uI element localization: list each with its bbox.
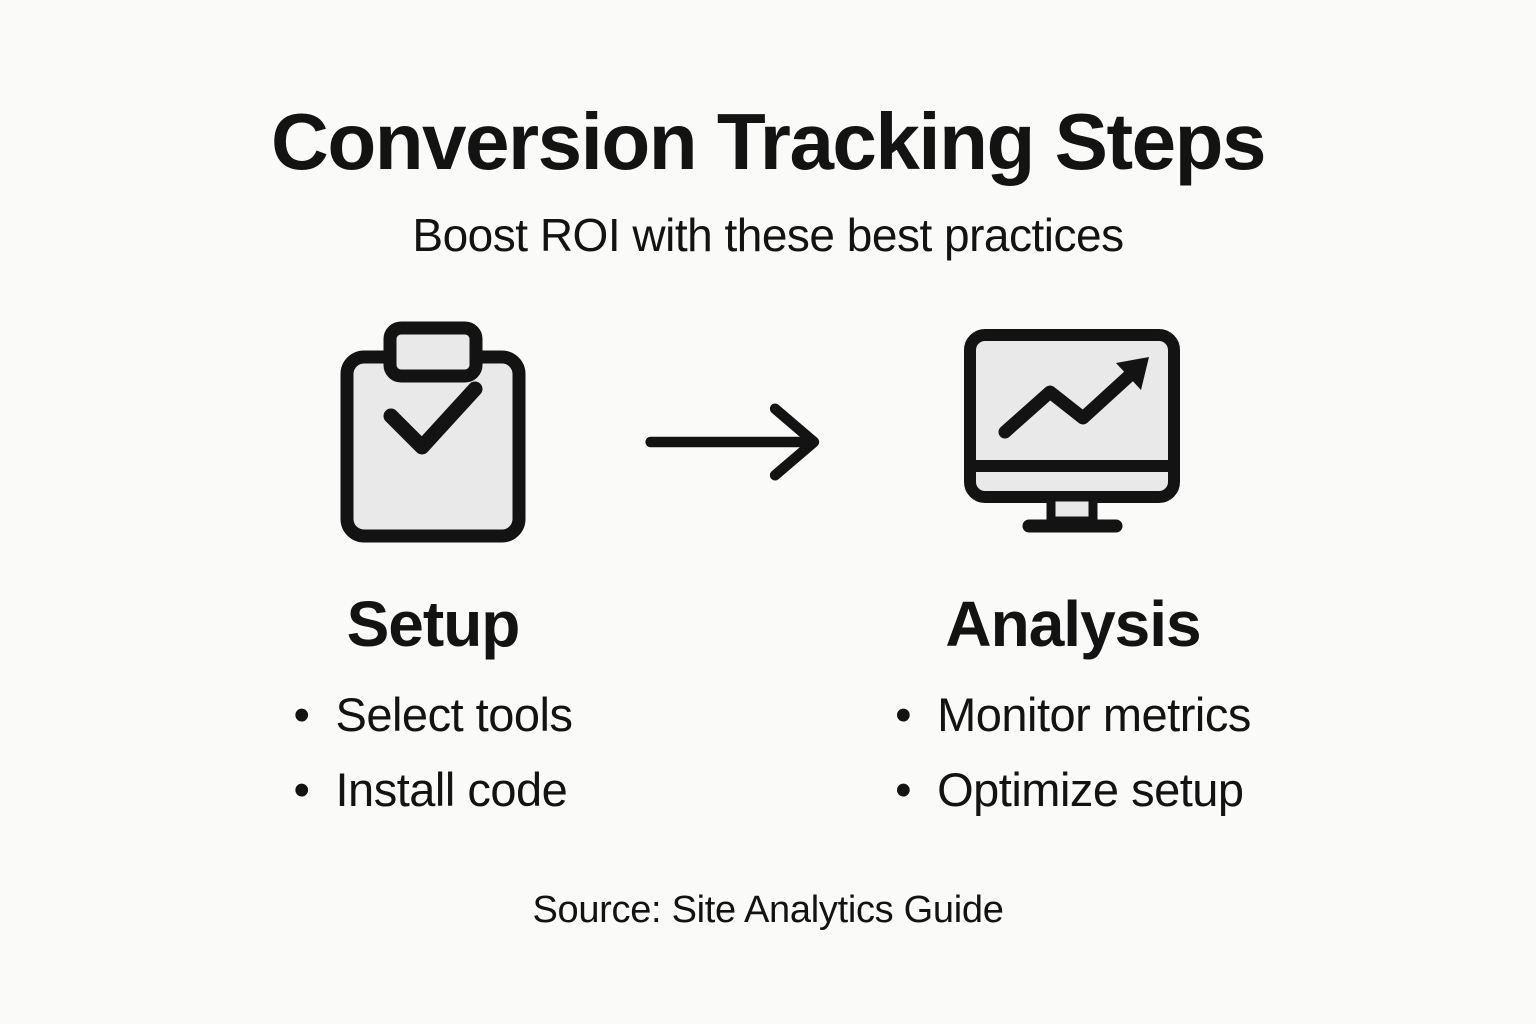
source-note: Source: Site Analytics Guide	[532, 889, 1004, 932]
bullet-item: • Install code	[294, 752, 573, 827]
step-analysis-icon-wrap	[963, 322, 1183, 547]
step-setup-icon-wrap	[338, 320, 528, 550]
steps-row: Setup • Select tools • Install code	[0, 320, 1536, 827]
bullet-text: Install code	[335, 763, 568, 817]
bullet-marker: •	[293, 688, 310, 741]
step-connector	[645, 394, 823, 495]
step-analysis: Analysis • Monitor metrics • Optimize se…	[823, 322, 1323, 827]
step-setup-label: Setup	[346, 588, 521, 660]
bullet-marker: •	[895, 763, 912, 817]
clipboard-check-icon	[338, 320, 528, 550]
bullet-text: Optimize setup	[937, 763, 1244, 817]
monitor-chart-icon	[963, 328, 1183, 541]
bullet-item: • Select tools	[294, 677, 573, 752]
header: Conversion Tracking Steps Boost ROI with…	[0, 0, 1536, 262]
step-analysis-bullets: • Monitor metrics • Optimize setup	[895, 677, 1251, 827]
bullet-item: • Optimize setup	[895, 752, 1251, 827]
page-title: Conversion Tracking Steps	[271, 97, 1266, 186]
step-setup-bullets: • Select tools • Install code	[294, 677, 573, 827]
bullet-marker: •	[895, 688, 912, 741]
bullet-marker: •	[293, 763, 310, 817]
bullet-text: Select tools	[335, 688, 573, 741]
step-analysis-label: Analysis	[945, 588, 1201, 660]
step-setup: Setup • Select tools • Install code	[213, 320, 653, 827]
arrow-right-icon	[643, 394, 833, 495]
bullet-item: • Monitor metrics	[895, 677, 1251, 752]
page-subtitle: Boost ROI with these best practices	[412, 209, 1124, 261]
bullet-text: Monitor metrics	[937, 688, 1251, 741]
